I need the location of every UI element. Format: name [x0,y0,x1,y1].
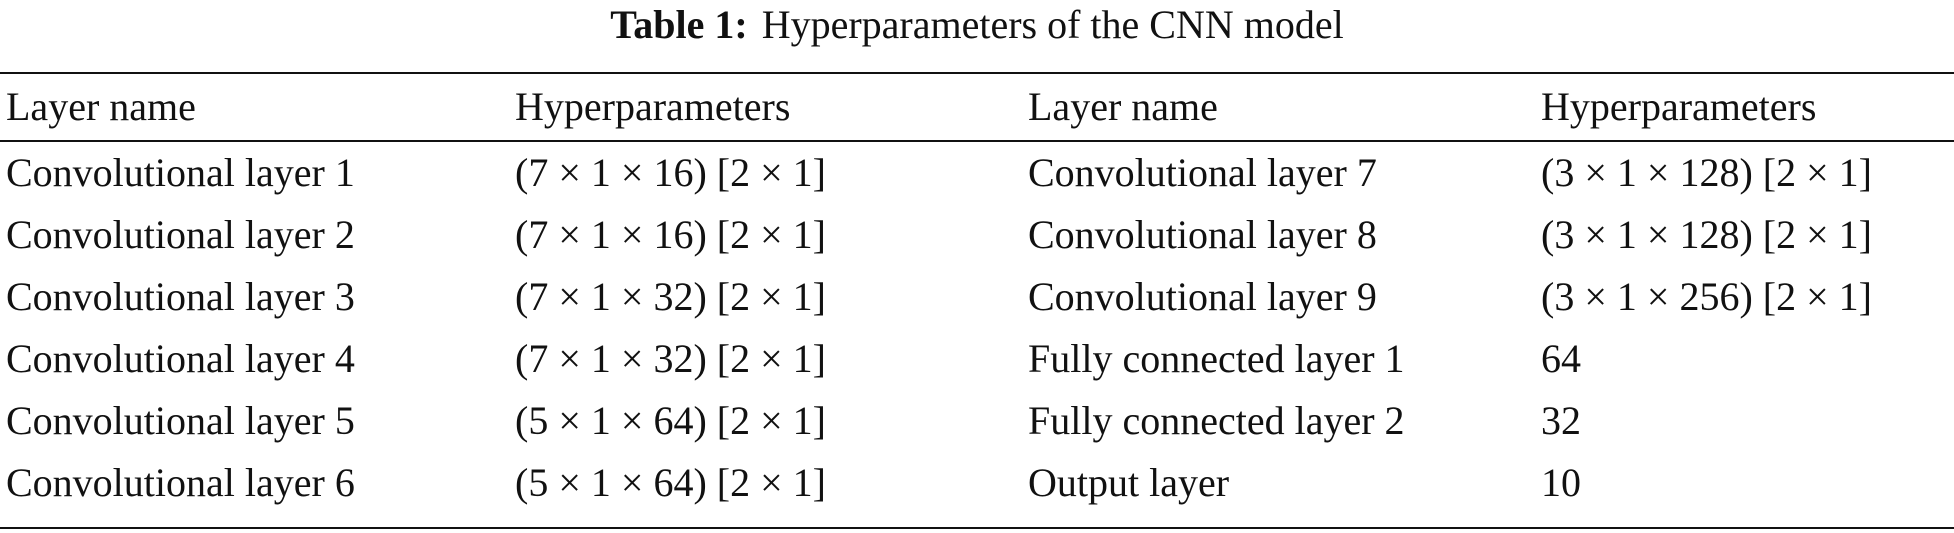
cell-hyperparameters: (7 × 1 × 16) [2 × 1] [515,150,826,195]
cell-layer-name: Output layer [1028,460,1230,505]
cell-hyperparameters: (3 × 1 × 128) [2 × 1] [1541,150,1872,195]
cell-layer-name: Convolutional layer 6 [6,460,355,505]
bottom-rule [0,527,1954,529]
header-hyperparameters-1: Hyperparameters [515,84,791,129]
table-row: Convolutional layer 2 (7 × 1 × 16) [2 × … [0,204,1954,266]
cell-hyperparameters: 64 [1541,336,1581,381]
caption-text: Hyperparameters of the CNN model [761,2,1344,47]
cell-hyperparameters: (3 × 1 × 128) [2 × 1] [1541,212,1872,257]
cell-layer-name: Convolutional layer 3 [6,274,355,319]
cell-layer-name: Convolutional layer 7 [1028,150,1377,195]
cell-hyperparameters: 10 [1541,460,1581,505]
cell-layer-name: Convolutional layer 2 [6,212,355,257]
cell-hyperparameters: (7 × 1 × 32) [2 × 1] [515,336,826,381]
cell-layer-name: Convolutional layer 8 [1028,212,1377,257]
cell-hyperparameters: 32 [1541,398,1581,443]
cell-layer-name: Convolutional layer 5 [6,398,355,443]
caption-label: Table 1: [610,2,748,47]
cell-layer-name: Fully connected layer 1 [1028,336,1405,381]
table-row: Convolutional layer 4 (7 × 1 × 32) [2 × … [0,328,1954,390]
header-hyperparameters-2: Hyperparameters [1541,84,1817,129]
header-row: Layer name Hyperparameters Layer name Hy… [0,76,1954,138]
mid-rule [0,140,1954,142]
cell-hyperparameters: (7 × 1 × 32) [2 × 1] [515,274,826,319]
cell-hyperparameters: (3 × 1 × 256) [2 × 1] [1541,274,1872,319]
table-row: Convolutional layer 3 (7 × 1 × 32) [2 × … [0,266,1954,328]
cell-hyperparameters: (5 × 1 × 64) [2 × 1] [515,460,826,505]
table-caption: Table 1: Hyperparameters of the CNN model [0,2,1954,48]
cell-layer-name: Convolutional layer 4 [6,336,355,381]
cell-hyperparameters: (5 × 1 × 64) [2 × 1] [515,398,826,443]
header-layer-name-2: Layer name [1028,84,1218,129]
cell-hyperparameters: (7 × 1 × 16) [2 × 1] [515,212,826,257]
table-row: Convolutional layer 1 (7 × 1 × 16) [2 × … [0,142,1954,204]
table-row: Convolutional layer 5 (5 × 1 × 64) [2 × … [0,390,1954,452]
cell-layer-name: Convolutional layer 1 [6,150,355,195]
cell-layer-name: Fully connected layer 2 [1028,398,1405,443]
header-layer-name-1: Layer name [6,84,196,129]
table-row: Convolutional layer 6 (5 × 1 × 64) [2 × … [0,452,1954,514]
top-rule [0,72,1954,74]
cell-layer-name: Convolutional layer 9 [1028,274,1377,319]
